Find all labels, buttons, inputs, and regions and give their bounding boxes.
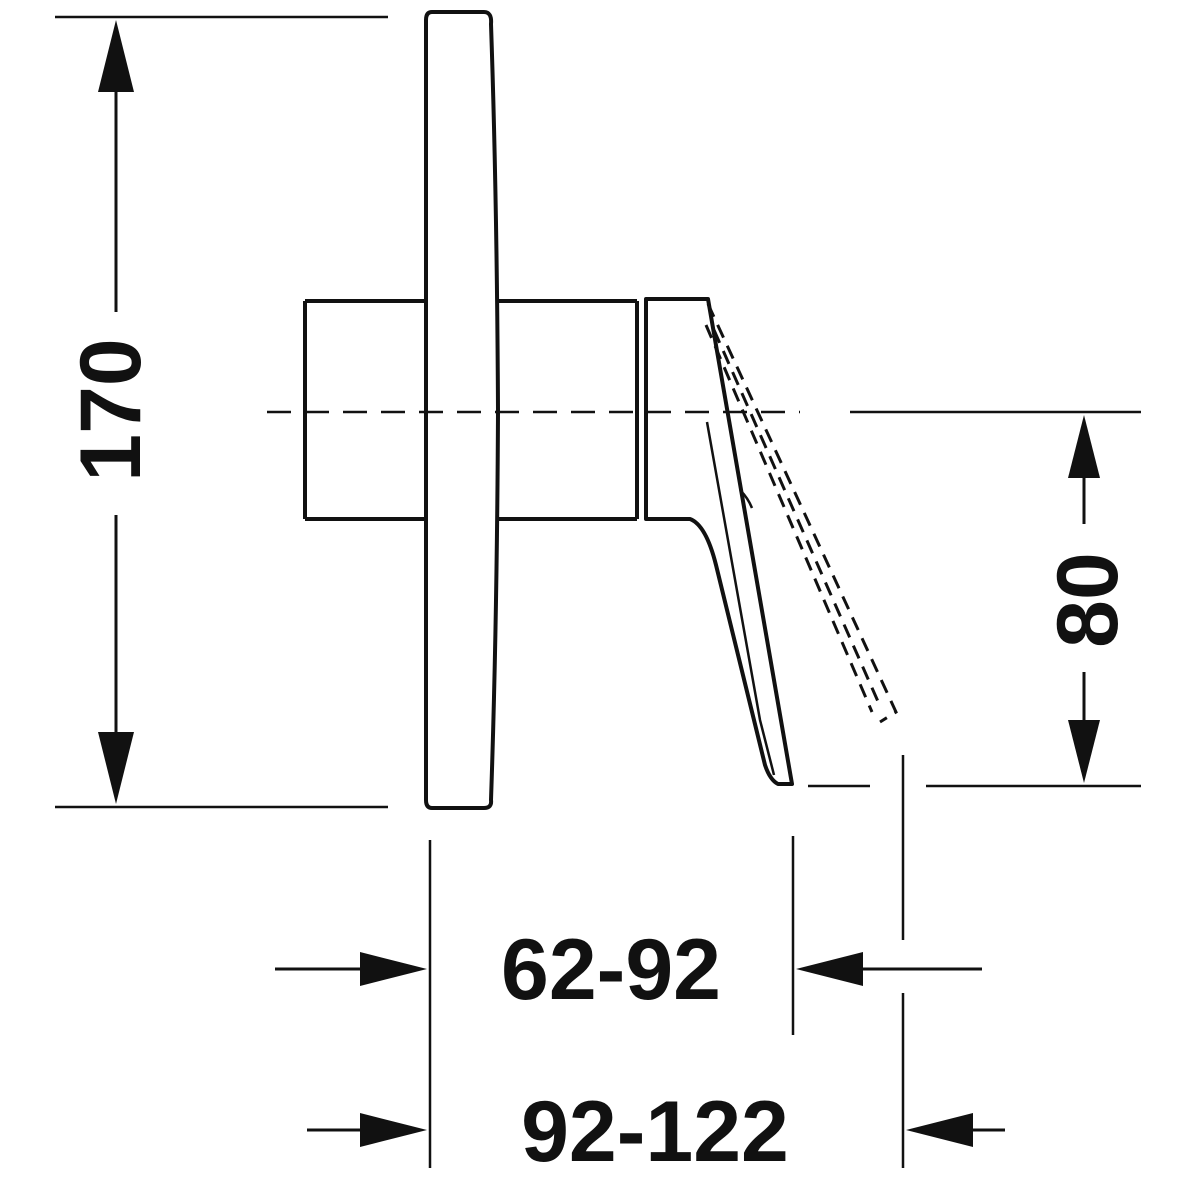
lever-handle (644, 297, 794, 786)
dimension-label-62-92: 62-92 (501, 922, 721, 1018)
dimension-label-170: 170 (63, 338, 159, 482)
valve-body (303, 299, 426, 521)
dimension-label-92-122: 92-122 (521, 1084, 789, 1180)
dimension-height-170: 170 (55, 15, 388, 809)
arrow-left-icon (906, 1113, 973, 1147)
dimension-projection-92-122: 92-122 (307, 1084, 1005, 1180)
dimension-projection-62-92: 62-92 (275, 922, 982, 1018)
lever-handle-alternate-position (704, 303, 898, 724)
dimension-label-80: 80 (1040, 552, 1136, 648)
arrow-down-icon (98, 732, 134, 804)
arrow-right-icon (360, 1113, 427, 1147)
dimension-axis-to-tip-80: 80 (808, 410, 1141, 788)
arrow-right-icon (360, 952, 427, 986)
arrow-down-icon (1068, 720, 1100, 783)
arrow-up-icon (98, 20, 134, 92)
wall-rosette (424, 10, 500, 810)
arrow-left-icon (796, 952, 863, 986)
arrow-up-icon (1068, 415, 1100, 478)
sleeve (497, 299, 639, 521)
